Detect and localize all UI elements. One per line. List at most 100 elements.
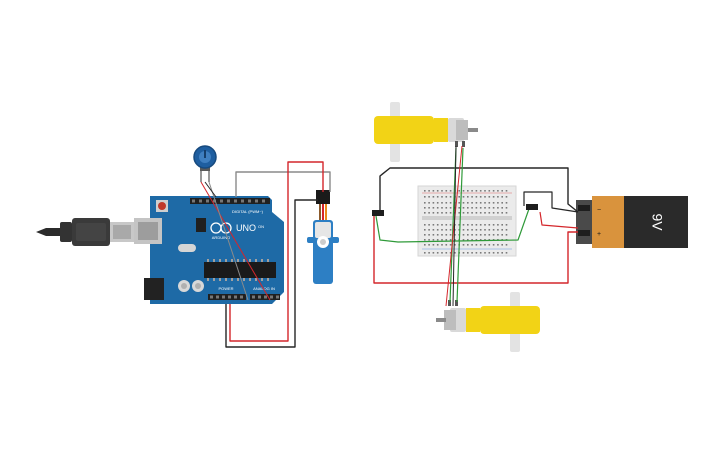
breadboard-hole [432, 244, 435, 246]
breadboard-hole [484, 244, 486, 246]
breadboard-hole [428, 239, 430, 241]
breadboard-hole [492, 202, 495, 204]
breadboard-hole [462, 207, 465, 209]
breadboard-hole [441, 229, 443, 231]
breadboard-hole [441, 239, 443, 241]
breadboard-hole [492, 212, 495, 214]
breadboard-hole [488, 229, 491, 231]
breadboard-hole [484, 234, 486, 236]
wire-red [373, 214, 578, 284]
breadboard-hole [428, 224, 430, 226]
breadboard-hole [424, 224, 426, 226]
breadboard-hole [436, 239, 439, 241]
breadboard-hole [432, 252, 435, 254]
breadboard-hole [467, 234, 469, 236]
breadboard-hole [497, 202, 499, 204]
breadboard-hole [479, 234, 482, 236]
breadboard-hole [497, 196, 499, 198]
breadboard-hole [488, 234, 491, 236]
breadboard-hole [497, 234, 499, 236]
usb-cable[interactable] [36, 218, 134, 246]
breadboard-hole [424, 207, 426, 209]
breadboard-hole [488, 224, 491, 226]
breadboard-hole [432, 212, 435, 214]
breadboard-hole [458, 212, 460, 214]
breadboard-hole [449, 244, 452, 246]
breadboard-hole [488, 190, 491, 192]
breadboard-hole [432, 234, 435, 236]
breadboard-hole [462, 190, 465, 192]
breadboard-hole [492, 190, 495, 192]
wire-pot-red [200, 181, 271, 301]
breadboard-hole [497, 190, 499, 192]
wire-black [379, 167, 579, 213]
breadboard-hole [462, 224, 465, 226]
breadboard-hole [462, 234, 465, 236]
breadboard-hole [462, 212, 465, 214]
dc-motor-bottom[interactable] [436, 292, 540, 352]
breadboard-hole [467, 190, 469, 192]
breadboard-hole [445, 196, 448, 198]
icsp-header [196, 218, 206, 232]
breadboard-hole [475, 196, 478, 198]
connector-block-left [372, 210, 384, 216]
breadboard-hole [497, 229, 499, 231]
battery-9v[interactable]: 9V − + [576, 196, 688, 248]
breadboard-hole [475, 212, 478, 214]
servo-motor[interactable] [307, 190, 339, 284]
breadboard-hole [501, 212, 503, 214]
breadboard-hole [428, 234, 430, 236]
breadboard-hole [449, 224, 452, 226]
breadboard-hole [467, 229, 469, 231]
breadboard-hole [454, 239, 456, 241]
breadboard-hole [436, 212, 439, 214]
breadboard-hole [479, 244, 482, 246]
breadboard-hole [436, 224, 439, 226]
breadboard-hole [467, 212, 469, 214]
wire-red [229, 161, 324, 342]
breadboard-hole [445, 190, 448, 192]
breadboard-hole [454, 234, 456, 236]
breadboard-hole [501, 252, 503, 254]
breadboard-hole [462, 239, 465, 241]
breadboard-hole [484, 224, 486, 226]
breadboard-hole [458, 190, 460, 192]
breadboard-hole [467, 244, 469, 246]
breadboard-hole [424, 234, 426, 236]
breadboard-hole [424, 244, 426, 246]
potentiometer[interactable] [193, 145, 217, 182]
breadboard-hole [428, 244, 430, 246]
arduino-model: UNO [236, 223, 256, 233]
wire-black [452, 145, 457, 307]
arduino-uno-board[interactable]: DIGITAL (PWM~) POWER ANALOG IN ARDUINO U… [134, 196, 284, 304]
breadboard-hole [484, 196, 486, 198]
breadboard-hole [471, 207, 473, 209]
breadboard-hole [428, 229, 430, 231]
breadboard-hole [492, 196, 495, 198]
breadboard-hole [488, 207, 491, 209]
breadboard-hole [475, 224, 478, 226]
breadboard-hole [432, 239, 435, 241]
breadboard-hole [479, 202, 482, 204]
breadboard-hole [467, 207, 469, 209]
wire-red [539, 211, 579, 229]
breadboard-hole [488, 252, 491, 254]
breadboard-hole [505, 202, 508, 204]
breadboard-hole [424, 202, 426, 204]
dc-motor-top[interactable] [374, 102, 478, 162]
breadboard-hole [449, 202, 452, 204]
breadboard-hole [471, 202, 473, 204]
breadboard-hole [471, 252, 473, 254]
breadboard-hole [471, 212, 473, 214]
breadboard-hole [454, 252, 456, 254]
breadboard-hole [479, 239, 482, 241]
breadboard-hole [458, 196, 460, 198]
breadboard-hole [445, 202, 448, 204]
breadboard[interactable] [417, 185, 517, 257]
breadboard-hole [492, 234, 495, 236]
breadboard-hole [505, 229, 508, 231]
wire-green [456, 147, 464, 303]
breadboard-hole [497, 224, 499, 226]
breadboard-hole [479, 207, 482, 209]
breadboard-hole [445, 239, 448, 241]
